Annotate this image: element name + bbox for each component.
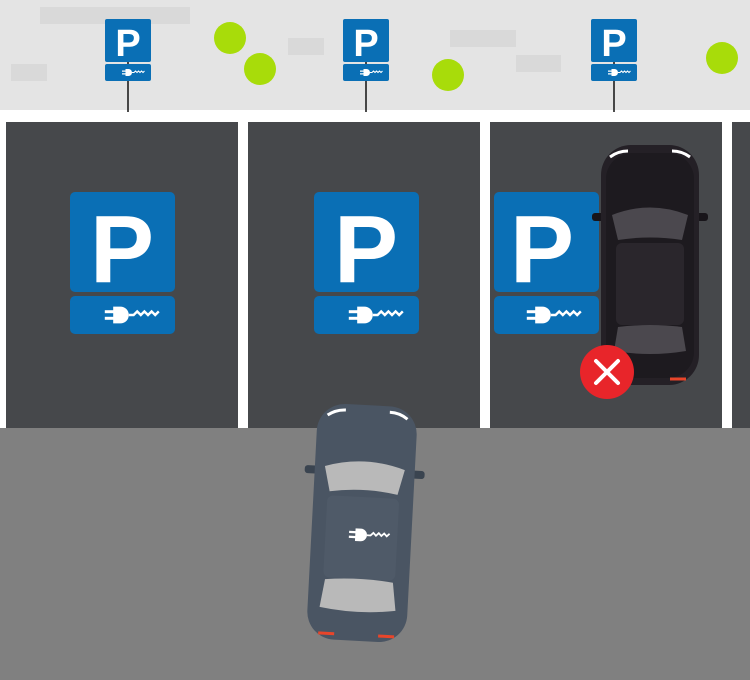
close-icon <box>594 359 620 385</box>
pole-sign-2: P <box>343 19 389 112</box>
sign-letter: P <box>510 196 574 303</box>
parking-space-4[interactable] <box>732 122 750 430</box>
ground-sign-3: P <box>494 192 599 334</box>
pole-sign-3: P <box>591 19 637 112</box>
sign-letter: P <box>115 23 140 65</box>
ev-car[interactable] <box>296 402 428 644</box>
sign-letter: P <box>90 196 154 303</box>
ground-sign-2: P <box>314 192 419 334</box>
sign-letter: P <box>353 23 378 65</box>
trees <box>214 22 738 91</box>
blocking-car[interactable] <box>592 145 708 385</box>
ground-sign-1: P <box>70 192 175 334</box>
pole-sign-1: P <box>105 19 151 112</box>
sidewalk-patches <box>11 7 561 81</box>
sign-letter: P <box>334 196 398 303</box>
sign-letter: P <box>601 23 626 65</box>
blocked-marker <box>580 345 634 399</box>
